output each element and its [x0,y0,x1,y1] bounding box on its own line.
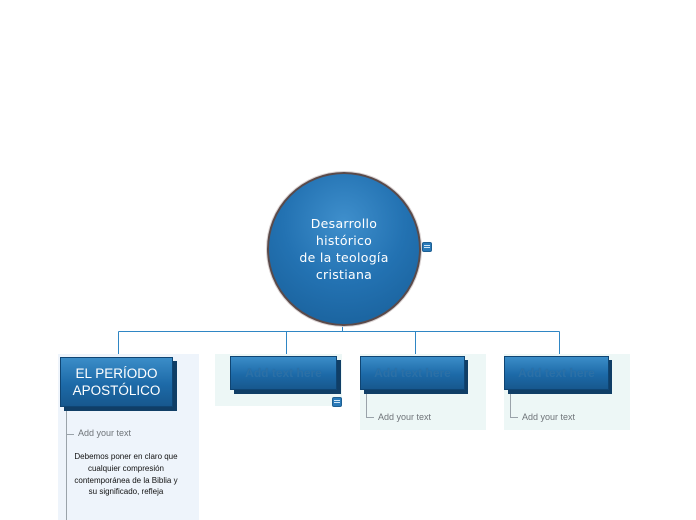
branch-4-subline-horizontal [510,417,518,418]
branch-1-subline-vertical [66,411,67,520]
branch-4-subline-vertical [510,394,511,417]
collapse-icon[interactable] [332,397,342,407]
branch-1-note: Debemos poner en claro que cualquier com… [74,452,178,497]
branch-3-subtopic[interactable]: Add your text [378,412,432,422]
branch-1-subline-horizontal [66,434,74,435]
branch-1-subtopic[interactable]: Add your text [78,428,132,438]
notes-icon[interactable] [422,242,432,252]
branch-1-label: EL PERÍODO APOSTÓLICO [72,366,161,398]
branch-2-topic[interactable]: Add text here [230,356,337,390]
branch-3-subline-vertical [366,394,367,417]
branch-4-subtopic[interactable]: Add your text [522,412,576,422]
branch-3-subline-horizontal [366,417,374,418]
branch-3-label: Add text here [374,365,451,380]
branch-2-label: Add text here [245,365,322,380]
branch-3-topic[interactable]: Add text here [360,356,465,390]
root-node[interactable]: Desarrollo histórico de la teología cris… [267,172,421,326]
branch-4-label: Add text here [518,365,595,380]
branch-4-topic[interactable]: Add text here [504,356,609,390]
branch-1-topic[interactable]: EL PERÍODO APOSTÓLICO [60,357,173,407]
root-title: Desarrollo histórico de la teología cris… [299,216,389,282]
